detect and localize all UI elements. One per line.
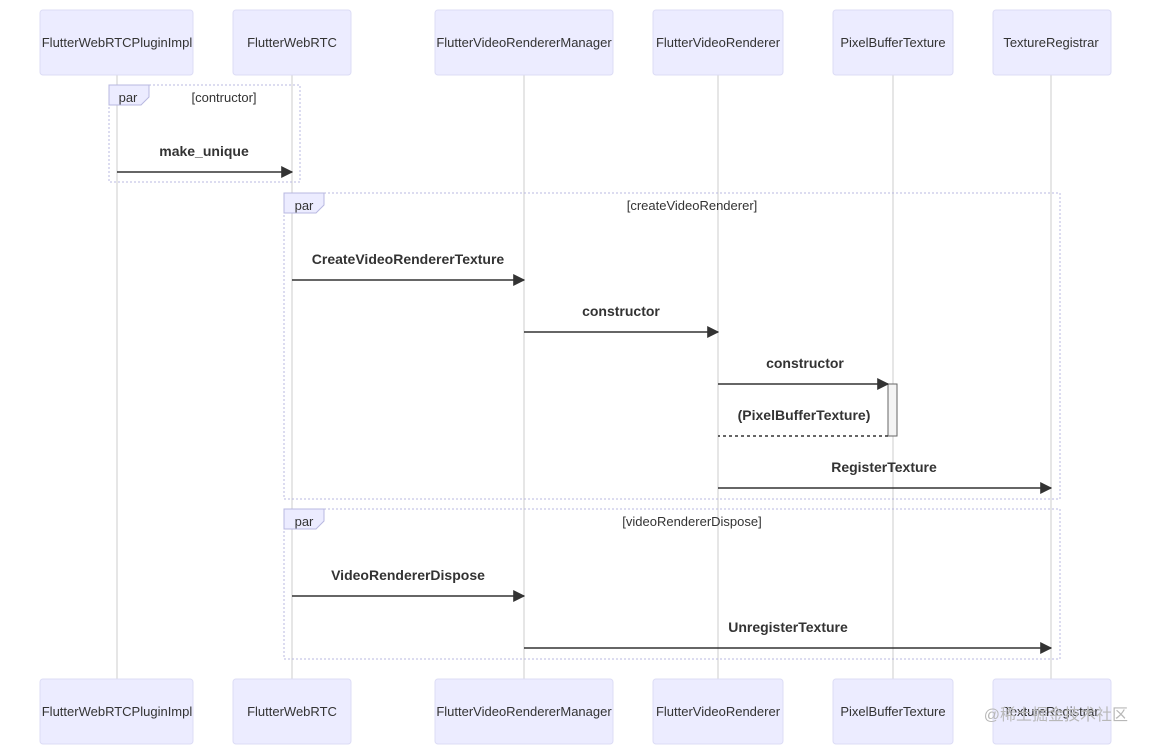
activation-bar <box>887 383 898 437</box>
frame-label: par <box>295 514 314 529</box>
actor-row-bottom: FlutterWebRTCPluginImpl FlutterWebRTC Fl… <box>39 678 1112 745</box>
actor-box-flutterwebrtc: FlutterWebRTC <box>232 678 352 745</box>
message-constructor-renderer: constructor <box>524 303 720 338</box>
watermark-text: @稀土掘金技术社区 <box>984 706 1128 724</box>
message-label: RegisterTexture <box>831 459 937 475</box>
actor-label: FlutterWebRTC <box>247 704 337 719</box>
actor-row-top: FlutterWebRTCPluginImpl FlutterWebRTC Fl… <box>39 9 1112 76</box>
message-createvideorenderertexture: CreateVideoRendererTexture <box>292 251 526 286</box>
actor-label: FlutterVideoRendererManager <box>436 704 612 719</box>
actor-box-fluttervideorenderer: FlutterVideoRenderer <box>652 9 784 76</box>
actor-label: FlutterVideoRenderer <box>656 704 781 719</box>
frame-label-tab <box>283 192 325 214</box>
frame-label: par <box>119 90 138 105</box>
message-videorendererdispose: VideoRendererDispose <box>292 567 526 602</box>
par-frame-videorendererdispose: par [videoRendererDispose] <box>283 508 1061 660</box>
actor-box-textureregistrar: TextureRegistrar <box>992 678 1112 745</box>
actor-label: PixelBufferTexture <box>840 704 945 719</box>
message-unregistertexture: UnregisterTexture <box>524 619 1053 654</box>
message-registertexture: RegisterTexture <box>718 459 1053 494</box>
actor-box-fluttervideorenderer: FlutterVideoRenderer <box>652 678 784 745</box>
frame-label-tab <box>108 84 150 106</box>
actor-box-pixelbuffertexture: PixelBufferTexture <box>832 9 954 76</box>
message-label: CreateVideoRendererTexture <box>312 251 505 267</box>
frame-condition: [createVideoRenderer] <box>627 198 758 213</box>
frame-label-tab <box>283 508 325 530</box>
lifelines <box>116 75 1052 679</box>
actor-label: FlutterVideoRendererManager <box>436 35 612 50</box>
actor-label: FlutterVideoRenderer <box>656 35 781 50</box>
par-frame-createvideorenderer: par [createVideoRenderer] <box>283 192 1061 500</box>
frame-condition: [contructor] <box>191 90 256 105</box>
actor-box-textureregistrar: TextureRegistrar <box>992 9 1112 76</box>
message-label: constructor <box>766 355 844 371</box>
frame-label: par <box>295 198 314 213</box>
message-label: make_unique <box>159 143 249 159</box>
actor-label: FlutterWebRTC <box>247 35 337 50</box>
actor-box-flutterwebrtcpluginimpl: FlutterWebRTCPluginImpl <box>39 678 194 745</box>
message-label: UnregisterTexture <box>728 619 848 635</box>
actor-box-pixelbuffertexture: PixelBufferTexture <box>832 678 954 745</box>
actor-box-fluttervideorenderermanager: FlutterVideoRendererManager <box>434 9 614 76</box>
actor-label: FlutterWebRTCPluginImpl <box>42 35 193 50</box>
actor-box-flutterwebrtcpluginimpl: FlutterWebRTCPluginImpl <box>39 9 194 76</box>
actor-label: PixelBufferTexture <box>840 35 945 50</box>
actor-label: FlutterWebRTCPluginImpl <box>42 704 193 719</box>
message-label: constructor <box>582 303 660 319</box>
actor-label: TextureRegistrar <box>1003 704 1099 719</box>
par-frame-contructor: par [contructor] <box>108 84 301 183</box>
actor-label: TextureRegistrar <box>1003 35 1099 50</box>
message-make-unique: make_unique <box>117 143 294 178</box>
frame-border <box>283 192 1061 500</box>
frame-condition: [videoRendererDispose] <box>622 514 761 529</box>
actor-box-flutterwebrtc: FlutterWebRTC <box>232 9 352 76</box>
message-pixelbuffertexture-return: (PixelBufferTexture) <box>718 407 888 437</box>
message-constructor-texture: constructor <box>718 355 890 390</box>
message-label: (PixelBufferTexture) <box>738 407 871 423</box>
actor-box-fluttervideorenderermanager: FlutterVideoRendererManager <box>434 678 614 745</box>
message-label: VideoRendererDispose <box>331 567 485 583</box>
frame-border <box>283 508 1061 660</box>
